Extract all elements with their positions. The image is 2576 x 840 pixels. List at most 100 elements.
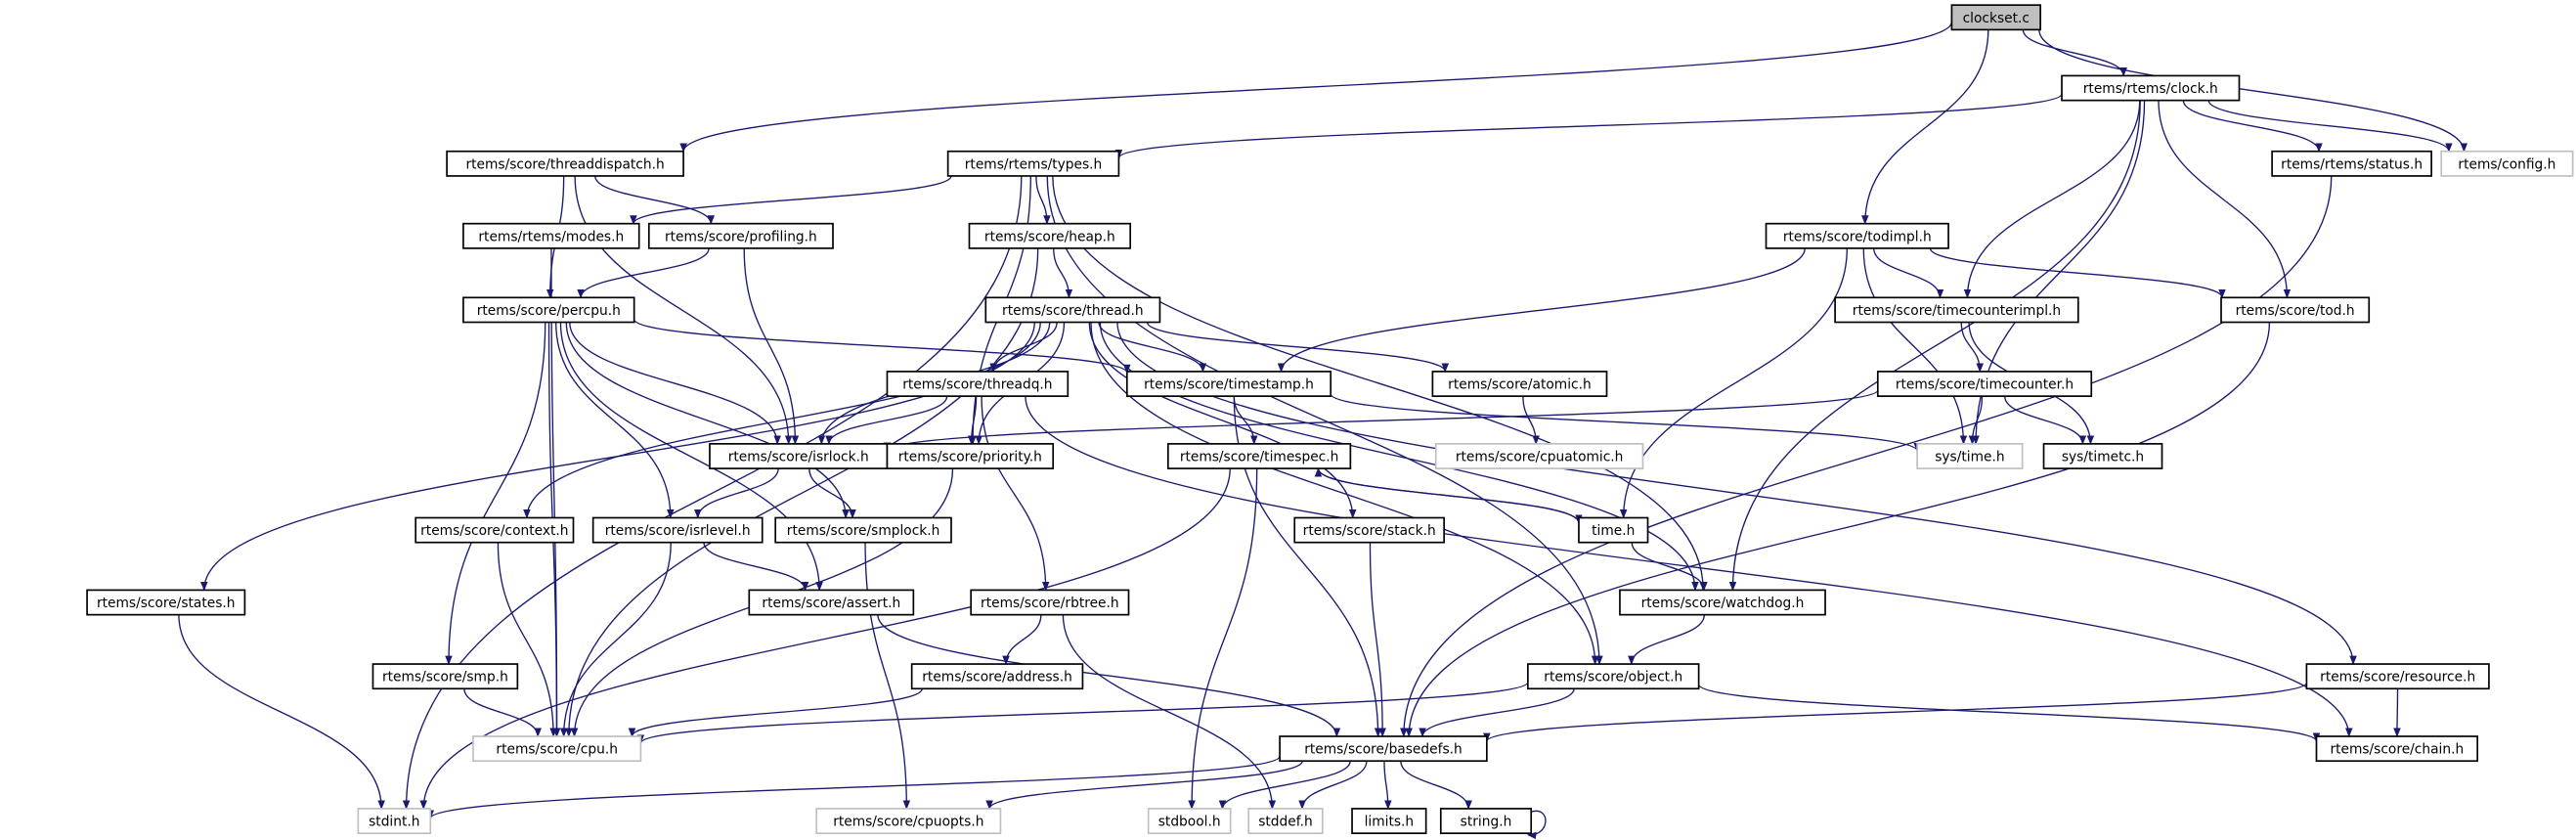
graph-node-thread[interactable]: rtems/score/thread.h xyxy=(984,296,1161,324)
dependency-edge-types-to-heap xyxy=(1035,175,1051,225)
dependency-edge-threaddispatch-to-profiling xyxy=(594,175,715,225)
node-box xyxy=(946,150,1120,177)
graph-node-limits[interactable]: limits.h xyxy=(1351,808,1427,834)
node-label: rtems/score/cpuatomic.h xyxy=(1456,450,1624,465)
graph-node-systimetc[interactable]: sys/timetc.h xyxy=(2042,443,2163,469)
graph-node-isrlock[interactable]: rtems/score/isrlock.h xyxy=(709,443,889,469)
dependency-edge-status-to-basedefs xyxy=(1400,175,2333,737)
graph-node-timecounter[interactable]: rtems/score/timecounter.h xyxy=(1876,371,2093,397)
graph-node-resource[interactable]: rtems/score/resource.h xyxy=(2305,663,2490,690)
graph-node-types[interactable]: rtems/rtems/types.h xyxy=(946,150,1120,177)
node-box xyxy=(415,516,575,544)
graph-node-timestamp[interactable]: rtems/score/timestamp.h xyxy=(1125,371,1332,397)
node-box xyxy=(1279,735,1488,763)
dependency-edge-states-to-stdint xyxy=(178,614,385,810)
node-box xyxy=(815,808,1002,834)
node-label: rtems/score/threadq.h xyxy=(902,377,1052,393)
dependency-edge-basedefs-to-cpuopts xyxy=(985,760,1303,810)
graph-node-modes[interactable]: rtems/rtems/modes.h xyxy=(462,222,640,249)
node-box xyxy=(910,663,1084,690)
dependency-edge-atomic-to-cpuatomic xyxy=(1522,396,1540,445)
node-label: rtems/score/basedefs.h xyxy=(1304,742,1463,758)
dependency-edge-timespec-to-stdint xyxy=(419,468,1231,810)
dependency-edge-basedefs-to-limits xyxy=(1383,761,1392,810)
graph-node-priority[interactable]: rtems/score/priority.h xyxy=(886,443,1055,469)
dependency-edge-clock-to-status xyxy=(2182,100,2323,153)
graph-node-context[interactable]: rtems/score/context.h xyxy=(415,516,575,544)
node-label: rtems/score/address.h xyxy=(922,670,1072,685)
graph-node-status[interactable]: rtems/rtems/status.h xyxy=(2271,150,2432,177)
node-box xyxy=(357,808,432,834)
node-label: rtems/score/percpu.h xyxy=(477,303,621,319)
graph-node-timespec[interactable]: rtems/score/timespec.h xyxy=(1166,443,1352,469)
graph-node-threaddispatch[interactable]: rtems/score/threaddispatch.h xyxy=(446,150,684,177)
graph-node-heap[interactable]: rtems/score/heap.h xyxy=(968,222,1132,249)
node-box xyxy=(472,735,642,763)
graph-node-profiling[interactable]: rtems/score/profiling.h xyxy=(647,222,834,249)
graph-node-stack[interactable]: rtems/score/stack.h xyxy=(1293,516,1445,544)
dependency-edge-isrlevel-to-cpu xyxy=(559,542,672,737)
graph-node-clock[interactable]: rtems/rtems/clock.h xyxy=(2061,74,2241,102)
node-box xyxy=(2042,443,2163,469)
node-label: limits.h xyxy=(1365,815,1415,830)
graph-node-basedefs[interactable]: rtems/score/basedefs.h xyxy=(1279,735,1488,763)
dependency-edge-watchdog-to-object xyxy=(1628,614,1706,665)
graph-node-chain[interactable]: rtems/score/chain.h xyxy=(2315,735,2479,763)
dependency-edge-todimpl-to-timecounterimpl xyxy=(1873,247,1944,299)
node-box xyxy=(1834,296,2079,324)
node-label: rtems/rtems/clock.h xyxy=(2083,81,2218,97)
node-box xyxy=(1166,443,1352,469)
dependency-edge-basedefs-to-string xyxy=(1400,761,1472,810)
node-label: rtems/score/assert.h xyxy=(762,596,900,611)
node-box xyxy=(1293,516,1445,544)
dependency-edge-todimpl-to-time xyxy=(1619,247,1849,519)
dependency-edge-isrlock-to-isrlevel xyxy=(694,467,779,519)
node-box xyxy=(2440,150,2574,177)
dependency-edge-types-to-watchdog xyxy=(1052,175,1707,592)
graph-node-todimpl[interactable]: rtems/score/todimpl.h xyxy=(1765,222,1949,249)
graph-node-address[interactable]: rtems/score/address.h xyxy=(910,663,1084,690)
dependency-edge-todimpl-to-timestamp xyxy=(1277,247,1806,373)
graph-node-clockset[interactable]: clockset.c xyxy=(1950,4,2042,31)
dependency-edge-percpu-to-isrlock xyxy=(569,322,781,445)
node-label: stddef.h xyxy=(1258,815,1312,830)
dependency-edge-thread-to-stack xyxy=(1088,322,1357,519)
dependency-edge-clockset-to-clock xyxy=(2022,29,2127,77)
graph-node-time[interactable]: time.h xyxy=(1578,516,1649,544)
node-label: rtems/score/timecounterimpl.h xyxy=(1853,303,2061,319)
node-box xyxy=(984,296,1161,324)
dependency-edge-string-to-string xyxy=(1526,810,1547,840)
node-label: rtems/score/resource.h xyxy=(2320,670,2475,685)
node-label: time.h xyxy=(1592,523,1635,539)
dependency-edge-basedefs-to-stdbool xyxy=(1218,761,1351,810)
graph-node-smp[interactable]: rtems/score/smp.h xyxy=(371,663,519,690)
graph-node-percpu[interactable]: rtems/score/percpu.h xyxy=(462,296,635,324)
dependency-edge-timecounter-to-systimetc xyxy=(2003,396,2087,445)
dependency-edge-tod-to-basedefs xyxy=(1405,322,2271,737)
dependency-edge-profiling-to-percpu xyxy=(577,247,710,299)
graph-node-threadq[interactable]: rtems/score/threadq.h xyxy=(886,371,1070,397)
node-box xyxy=(886,371,1070,397)
graph-node-tod[interactable]: rtems/score/tod.h xyxy=(2220,296,2371,324)
node-box xyxy=(1439,808,1533,834)
graph-node-systime: sys/time.h xyxy=(1916,443,2024,469)
node-label: string.h xyxy=(1461,815,1512,830)
dependency-edge-isrlevel-to-assert xyxy=(703,542,809,592)
graph-node-watchdog[interactable]: rtems/score/watchdog.h xyxy=(1619,589,1826,616)
graph-node-smplock[interactable]: rtems/score/smplock.h xyxy=(774,516,952,544)
graph-node-rbtree[interactable]: rtems/score/rbtree.h xyxy=(970,589,1130,616)
graph-node-states[interactable]: rtems/score/states.h xyxy=(86,589,246,616)
graph-node-string[interactable]: string.h xyxy=(1439,808,1533,834)
graph-node-timecounterimpl[interactable]: rtems/score/timecounterimpl.h xyxy=(1834,296,2079,324)
node-label: rtems/rtems/status.h xyxy=(2281,156,2423,172)
node-label: rtems/score/isrlock.h xyxy=(728,450,869,465)
graph-node-object[interactable]: rtems/score/object.h xyxy=(1527,663,1700,690)
node-box xyxy=(371,663,519,690)
dependency-edge-thread-to-object xyxy=(1090,322,1599,665)
dependency-edge-types-to-modes xyxy=(630,175,952,225)
graph-node-isrlevel[interactable]: rtems/score/isrlevel.h xyxy=(591,516,764,544)
node-label: rtems/score/tod.h xyxy=(2236,303,2355,319)
node-box xyxy=(970,589,1130,616)
graph-node-atomic[interactable]: rtems/score/atomic.h xyxy=(1431,371,1608,397)
graph-node-assert[interactable]: rtems/score/assert.h xyxy=(748,589,915,616)
